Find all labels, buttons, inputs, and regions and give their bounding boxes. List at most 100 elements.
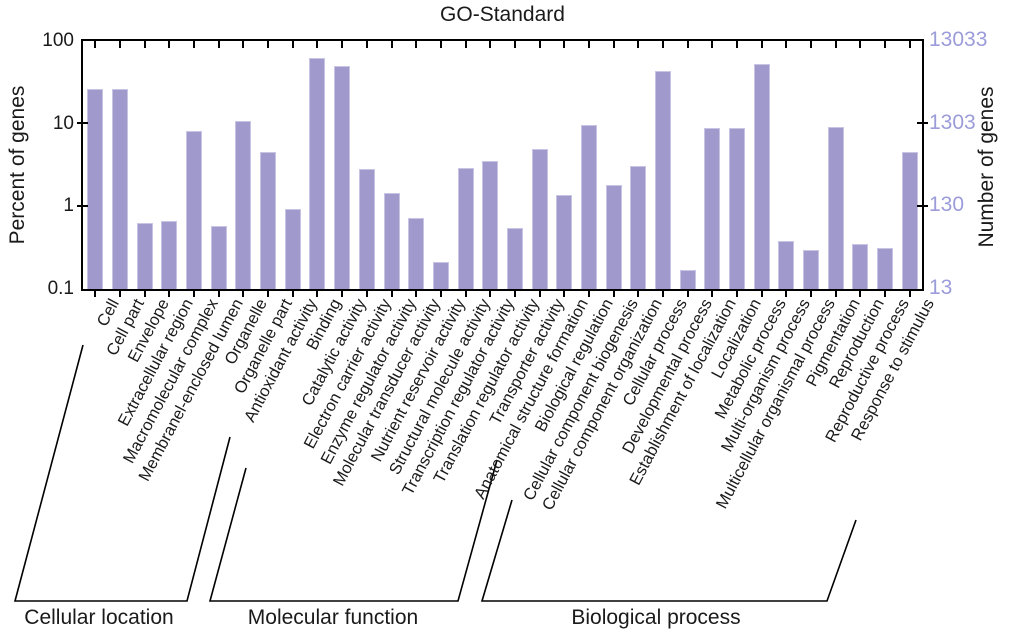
bar [334,66,351,289]
top-axis-tick [612,41,615,48]
bottom-axis-tick [563,291,566,297]
chart-title: GO-Standard [440,3,565,26]
bar [186,131,202,289]
left-axis-title: Percent of genes [6,85,29,245]
bar [580,125,597,289]
right-axis-title: Number of genes [975,86,998,248]
top-axis-tick [415,41,418,48]
bar [136,223,153,289]
bar [112,89,128,289]
right-tick-13033: 13033 [929,28,988,51]
bottom-axis-tick [637,291,640,297]
top-axis-tick [538,41,541,48]
bottom-axis-tick [513,291,516,297]
left-tick-10: 10 [52,113,74,134]
bottom-axis-tick [661,291,664,297]
left-tick-1: 1 [63,195,74,216]
left-tick-100: 100 [42,30,74,51]
bar [728,128,745,289]
top-axis-tick [859,41,862,48]
bar [408,218,425,289]
top-axis-tick [143,41,146,48]
bottom-axis-tick [810,291,812,297]
top-axis-tick [464,41,467,48]
bottom-axis-tick [439,291,442,297]
bottom-axis-tick [341,291,344,297]
top-axis-tick [242,41,245,48]
left-tick-0-1: 0.1 [47,278,74,299]
bar [260,152,277,289]
top-axis-tick [390,41,393,48]
bottom-axis-tick [119,291,121,297]
right-axis-tick [917,205,928,207]
top-axis-tick [513,41,516,48]
bar [457,168,474,289]
bottom-axis-tick [242,291,245,297]
top-axis-tick [217,41,220,48]
top-axis-tick [193,41,195,48]
bar [778,241,795,289]
top-axis-tick [563,41,566,48]
top-axis-tick [760,41,763,48]
bar [852,244,869,289]
bottom-axis-tick [859,291,862,297]
top-axis-tick [884,41,886,48]
top-axis-tick [439,41,442,48]
bar [309,58,326,289]
bar [630,166,647,289]
top-axis-tick [711,41,714,48]
bar [432,262,449,289]
bottom-axis-tick [686,291,689,297]
top-axis-tick [267,41,270,48]
bar [605,185,622,289]
bar [506,228,523,289]
bottom-axis-tick [365,291,368,297]
top-axis-tick [686,41,689,48]
bar [556,195,573,289]
bottom-axis-tick [316,291,319,297]
group-label-molecular-function: Molecular function [247,606,419,629]
bottom-axis-tick [587,291,590,297]
top-axis-tick [291,41,294,48]
top-axis-tick [834,41,837,48]
bottom-axis-tick [834,291,837,297]
bottom-axis-tick [884,291,886,297]
bar [753,64,770,289]
bar [531,149,548,289]
right-tick-130: 130 [929,193,965,216]
bottom-axis-tick [538,291,541,297]
bottom-axis-tick [735,291,738,297]
bar [901,152,918,289]
bottom-axis-tick [143,291,146,297]
top-axis-tick [316,41,319,48]
bar [383,193,400,289]
bottom-axis-tick [217,291,220,297]
bar [161,221,178,289]
bottom-axis-tick [168,291,171,297]
bottom-axis-tick [760,291,763,297]
group-label-cellular-location: Cellular location [24,606,174,629]
left-axis-tick [77,122,88,124]
bottom-axis-tick [94,291,97,297]
top-axis-tick [94,41,97,48]
plot-area [81,39,924,291]
top-axis-tick [661,41,664,48]
bar [358,169,375,289]
bottom-axis-tick [612,291,615,297]
bottom-axis-tick [785,291,788,297]
right-tick-13: 13 [929,276,953,299]
bottom-axis-tick [415,291,418,297]
bar [877,248,893,289]
bar [704,128,721,289]
bar [679,270,696,289]
top-axis-tick [810,41,812,48]
top-axis-tick [637,41,640,48]
top-axis-tick [365,41,368,48]
bottom-axis-tick [291,291,294,297]
top-axis-tick [168,41,171,48]
top-axis-tick [119,41,121,48]
bar [210,226,227,289]
bar [482,161,499,289]
bar [803,250,819,289]
